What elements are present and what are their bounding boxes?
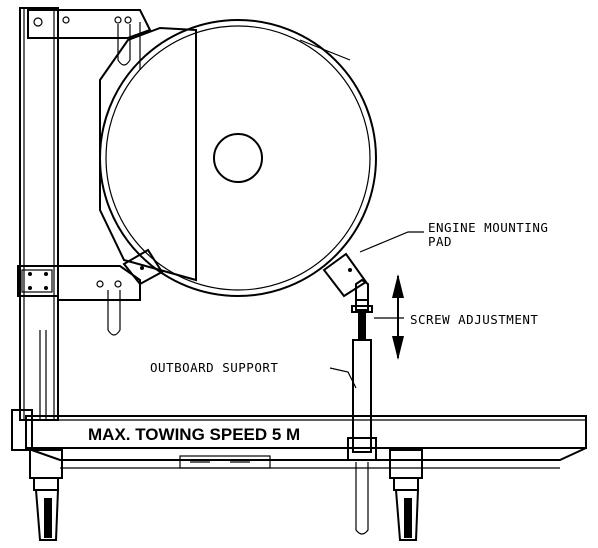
base-beam xyxy=(11,409,587,469)
outboard-support xyxy=(347,339,377,461)
outboard-hanger xyxy=(355,462,369,535)
right-caster xyxy=(389,449,423,541)
callout-leaders xyxy=(329,231,424,389)
drum-hub xyxy=(213,133,263,183)
screw-adjustment-label: SCREW ADJUSTMENT xyxy=(410,312,538,327)
screw-adjustment-post xyxy=(351,278,373,340)
vertical-mast xyxy=(19,7,59,421)
top-arm-bracket xyxy=(27,9,152,70)
mount-plate xyxy=(99,26,197,282)
left-caster xyxy=(29,449,63,541)
towing-speed-banner: MAX. TOWING SPEED 5 M xyxy=(88,425,300,444)
engine-drum xyxy=(99,19,377,297)
outboard-support-label: OUTBOARD SUPPORT xyxy=(150,360,278,375)
engine-mounting-pad xyxy=(122,248,368,298)
engine-mounting-pad-label: ENGINE MOUNTING xyxy=(428,220,548,235)
engine-mounting-pad-label-line2: PAD xyxy=(428,234,452,249)
lower-arm-bracket xyxy=(17,265,141,336)
adjustment-arrows-icon xyxy=(374,274,404,360)
